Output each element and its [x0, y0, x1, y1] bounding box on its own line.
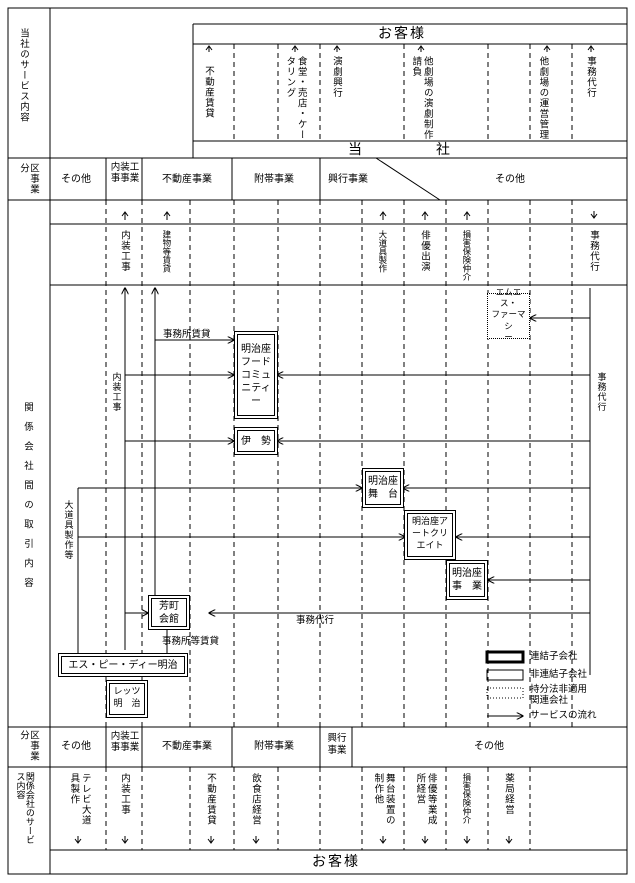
segment-top-0: その他 [61, 174, 91, 185]
segment-bottom-1: 内装工事事業 [110, 731, 140, 754]
legend-service-flow: サービスの流れ [530, 710, 597, 721]
bottom-service-0: テレビ大道具製作 [68, 773, 91, 826]
annotation-interior-work: 内装工事 [110, 372, 121, 412]
flow-label-1: 建物等賃貸 [160, 230, 171, 273]
bottom-service-1: 内装工事 [118, 773, 130, 815]
company-box-yoshicho: 芳町 会館 [148, 595, 190, 630]
label-affiliate-services: 関係会社のサービス内容 [14, 772, 34, 844]
flow-label-0: 内装工事 [118, 230, 130, 272]
company-name: 明治座ア ートクリ エイト [411, 517, 448, 551]
annotation-office-lease: 事務所賃貸 [163, 329, 211, 340]
segment-bottom-4: 興行事業 [327, 733, 347, 756]
segment-top-3: 附帯事業 [254, 174, 294, 185]
label-company-services: 当社のサービス内容 [17, 28, 29, 123]
top-service-4: 他劇場の運営管理 [537, 56, 549, 140]
company-box-art-create: 明治座ア ートクリ エイト [404, 510, 456, 560]
bottom-service-2: 不動産賃貸 [204, 773, 216, 826]
company-name: レッツ 明 治 [113, 687, 141, 709]
segment-top-1: 内装工事事業 [110, 162, 140, 185]
annotation-office-agency-mid: 事務代行 [296, 615, 335, 626]
legend-consolidated: 連結子会社 [530, 651, 578, 662]
company-box-butai: 明治座 舞 台 [362, 468, 404, 508]
label-relations: 関係会社間の取引内容 [21, 402, 33, 597]
bottom-service-5: 俳優等業成所経営 [414, 773, 437, 826]
annotation-stage-props: 大道具製作等 [62, 500, 73, 560]
legend-non-consolidated: 非連結子会社 [530, 669, 588, 680]
segment-bottom-0: その他 [61, 741, 91, 752]
company-name: エス・ピー・ディー明治 [68, 659, 178, 671]
company-box-food-community: 明治座フード コミュニティー [234, 331, 278, 419]
segment-top-2: 不動産事業 [162, 174, 212, 185]
flow-label-5: 事務代行 [587, 230, 599, 272]
flow-label-2: 大道具製作 [376, 230, 387, 273]
segment-bottom-3: 附帯事業 [254, 741, 294, 752]
top-service-0: 不動産賃貸 [202, 66, 214, 119]
bottom-service-6: 損害保険仲介 [460, 773, 471, 824]
outer-frame [7, 7, 628, 875]
company-name: 明治座フード コミュニティー [241, 343, 271, 407]
segment-top-5: その他 [495, 174, 525, 185]
label-segment-bottom: 区事業分 [17, 730, 39, 762]
company-name: エムエス・ ファーマシ ー [491, 288, 526, 343]
segment-top-4: 興行事業 [328, 174, 368, 185]
segment-bottom-2: 不動産事業 [162, 741, 212, 752]
company-name: 明治座 事 業 [452, 568, 482, 592]
label-segment-top: 区事業分 [17, 163, 39, 195]
flow-label-4: 損害保険仲介 [460, 230, 471, 281]
bottom-service-7: 薬局経営 [502, 773, 514, 815]
company-box-spd: エス・ピー・ディー明治 [58, 653, 188, 677]
company-name: 明治座 舞 台 [368, 476, 398, 500]
annotation-office-lease-etc: 事務所等賃貸 [162, 636, 220, 647]
bottom-service-3: 飲食店経営 [249, 773, 261, 826]
top-service-5: 事務代行 [584, 56, 596, 98]
bottom-service-4: 舞台装置の制作他 [372, 773, 395, 826]
company-box-ms-pharmacy: エムエス・ ファーマシ ー [487, 288, 530, 343]
legend-equity-method: 持分法非適用 関連会社 [530, 684, 588, 707]
flow-label-3: 俳優出演 [418, 230, 430, 272]
company-box-jigyo: 明治座 事 業 [446, 560, 488, 600]
annotation-office-agency-right: 事務代行 [595, 372, 606, 412]
company-name: 芳町 会館 [159, 600, 179, 625]
company-box-lets: レッツ 明 治 [106, 680, 148, 718]
bottom-customers: お客様 [312, 854, 360, 870]
company-label: 当 社 [348, 142, 480, 158]
top-customers: お客様 [378, 26, 426, 42]
segment-bottom-5: その他 [474, 741, 504, 752]
top-service-1: 食堂・売店・ケータリング [284, 56, 307, 140]
company-box-isei: 伊 勢 [234, 427, 278, 455]
company-name: 伊 勢 [241, 435, 271, 447]
top-service-3: 他劇場の演劇制作請負 [410, 56, 433, 140]
top-service-2: 演劇興行 [330, 56, 342, 98]
